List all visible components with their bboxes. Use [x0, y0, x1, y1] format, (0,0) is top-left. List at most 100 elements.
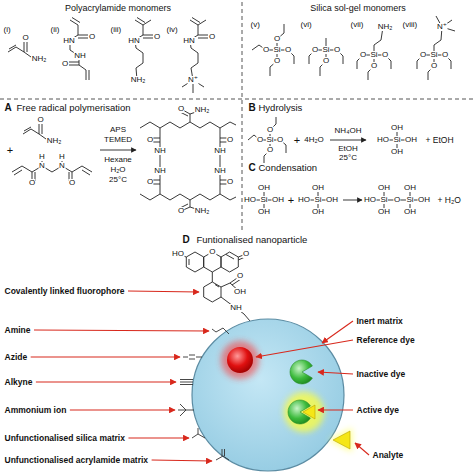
- compound-number: (ii): [50, 26, 60, 34]
- callout-label: Inert matrix: [356, 317, 403, 326]
- leader-arrow: [31, 356, 180, 357]
- reference-dye-glow: [221, 341, 259, 379]
- atom-label: O: [393, 196, 400, 204]
- atom-label: NH: [214, 147, 227, 155]
- leader-arrow: [34, 330, 209, 331]
- atom-label: O: [441, 51, 448, 59]
- atom-label: HO: [377, 136, 390, 144]
- callout-label: Amine: [4, 326, 31, 335]
- active-dye-glow: [284, 392, 324, 432]
- reaction-byproduct: + EtOH: [425, 136, 454, 145]
- panel-letter: B: [248, 103, 256, 113]
- atom-label: Si: [393, 136, 401, 144]
- atom-label: NH₂: [31, 55, 47, 63]
- atom-label: OH: [312, 208, 325, 216]
- callout-label: Unfunctionalised silica matrix: [4, 434, 125, 443]
- callout-label: Ammonium ion: [4, 406, 67, 415]
- compound-number: (vi): [300, 21, 312, 29]
- nanoparticle-matrix: [192, 319, 344, 471]
- atom-label: O: [22, 34, 29, 42]
- atom-label: OH: [378, 208, 391, 216]
- plus-sign: +: [293, 135, 300, 146]
- atom-label: O: [276, 136, 283, 144]
- atom-label: O: [256, 136, 263, 144]
- leader-arrow: [70, 409, 175, 410]
- leader-arrow: [128, 437, 189, 438]
- atom-label: OH: [234, 288, 247, 296]
- atom-label: HO: [172, 250, 185, 258]
- compound-number: (i): [3, 26, 11, 34]
- reagent-label: EtOH: [338, 145, 359, 153]
- leader-arrow: [256, 340, 353, 357]
- atom-label: HN: [128, 37, 141, 45]
- reagent-label: 25°C: [109, 176, 128, 184]
- atom-label: O: [419, 51, 426, 59]
- panel-title: Hydrolysis: [258, 103, 303, 113]
- atom-label: Si: [380, 196, 388, 204]
- reagent-label: 25°C: [339, 154, 358, 162]
- reagent-label: Hexane: [104, 156, 133, 164]
- callout-label: Active dye: [356, 406, 400, 415]
- atom-label: NH₂: [194, 106, 210, 114]
- atom-label: OH: [326, 196, 339, 204]
- atom-label: Si: [314, 196, 322, 204]
- atom-label: O: [208, 33, 215, 41]
- atom-label: O: [430, 62, 437, 70]
- reagent-label: NH₄OH: [334, 127, 362, 135]
- leader-arrow: [318, 372, 353, 374]
- surface-groups: [178, 328, 229, 460]
- leader-arrow: [128, 291, 199, 292]
- inactive-dye: [290, 360, 312, 384]
- atom-label: O: [28, 179, 35, 187]
- plus-sign: +: [287, 195, 294, 206]
- atom-label: Si: [322, 46, 330, 54]
- analyte: [333, 431, 350, 449]
- atom-label: HO: [298, 196, 311, 204]
- atom-label: H: [59, 153, 66, 161]
- atom-label: N⁺: [437, 23, 448, 31]
- panel-title: Condensation: [258, 163, 318, 173]
- panel-divider: [0, 2, 474, 232]
- atom-label: NH₂: [194, 207, 210, 215]
- atom-label: Si: [370, 51, 378, 59]
- atom-label: N: [39, 162, 46, 170]
- atom-label: NH₂: [377, 23, 393, 31]
- atom-label: OH: [272, 196, 285, 204]
- atom-label: HN: [183, 37, 196, 45]
- reagent-label: H₂O: [110, 166, 126, 174]
- bound-analyte: [303, 405, 315, 419]
- section-heading: Polyacrylamide monomers: [64, 4, 171, 13]
- compound-number: (v): [250, 21, 260, 29]
- callout-label: Alkyne: [4, 378, 33, 387]
- atom-label: NH: [74, 52, 87, 60]
- callout-label: Inactive dye: [356, 370, 406, 379]
- atom-label: OH: [404, 184, 417, 192]
- atom-label: O: [322, 57, 329, 65]
- atom-label: O: [209, 248, 216, 256]
- atom-label: NH: [154, 167, 167, 175]
- atom-label: O: [177, 207, 184, 215]
- atom-label: N: [59, 162, 66, 170]
- atom-label: OH: [391, 148, 404, 156]
- atom-label: O: [359, 51, 366, 59]
- atom-label: OH: [258, 208, 271, 216]
- atom-label: Si: [260, 196, 268, 204]
- atom-label: O: [146, 178, 153, 186]
- compound-number: (viii): [402, 21, 418, 29]
- atom-label: O: [262, 46, 269, 54]
- leader-arrow: [152, 460, 212, 461]
- atom-label: OH: [405, 136, 418, 144]
- atom-label: O: [266, 126, 273, 134]
- atom-label: O: [273, 35, 280, 43]
- atom-label: H: [39, 153, 46, 161]
- atom-label: O: [88, 33, 95, 41]
- atom-label: O: [273, 57, 280, 65]
- compound-number: (iv): [166, 26, 178, 34]
- atom-label: N⁺: [188, 76, 199, 84]
- reagent-label: 4H₂O: [304, 136, 325, 144]
- section-heading: Silica sol-gel monomers: [310, 4, 407, 13]
- atom-label: O: [381, 51, 388, 59]
- atom-label: OH: [404, 208, 417, 216]
- atom-label: HO: [244, 196, 257, 204]
- leader-arrow: [322, 321, 353, 343]
